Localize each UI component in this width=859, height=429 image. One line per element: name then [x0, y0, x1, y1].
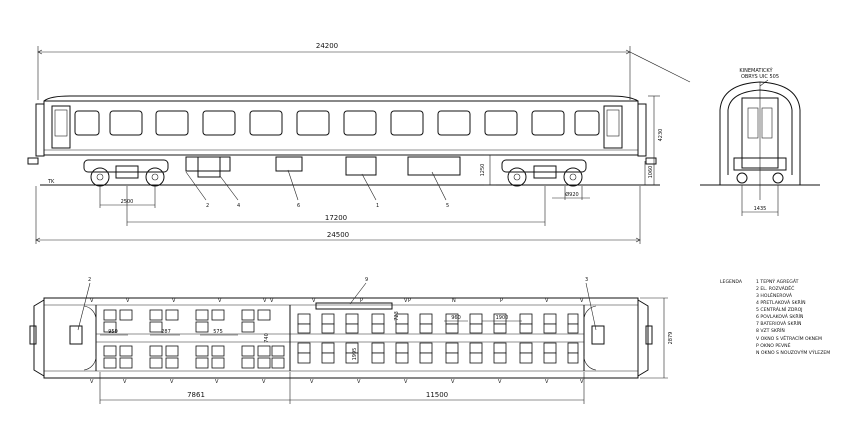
svg-text:V: V	[310, 379, 314, 385]
svg-text:V: V	[404, 379, 408, 385]
legend-item: 6 POVLAKOVÁ SKŘÍŇ	[756, 312, 803, 320]
dim-track-gauge: 1435	[754, 206, 767, 212]
dim-287: 287	[161, 329, 171, 335]
svg-text:V: V	[498, 379, 502, 385]
rail-label: TK	[47, 179, 55, 185]
svg-text:V: V	[262, 379, 266, 385]
dim-section-left: 7861	[187, 391, 205, 399]
seats-right-section	[297, 313, 579, 364]
legend-item: P OKNO PEVNÉ	[756, 341, 791, 349]
legend: LEGENDA 1 TEPNÝ AGREGÁT 2 EL. ROZVÁDĚČ 3…	[720, 278, 830, 356]
dim-floor-height: 1250	[480, 164, 486, 177]
dim-total-top: 24200	[316, 42, 338, 50]
svg-text:V: V	[357, 379, 361, 385]
seats-left-section	[103, 309, 285, 369]
svg-text:V: V	[312, 298, 316, 304]
dim-total-bottom: 24500	[327, 231, 349, 239]
svg-text:V: V	[404, 298, 408, 304]
svg-text:V: V	[263, 298, 267, 304]
window-marks-bottom: V V V V V V V V V V V V	[90, 379, 584, 385]
side-windows	[74, 110, 600, 136]
legend-item: 7 BATERIOVÁ SKŘÍŇ	[756, 319, 801, 327]
gauge-label-2: OBRYS UIC 505	[741, 74, 779, 80]
dim-section-right: 11500	[426, 391, 448, 399]
svg-text:V: V	[270, 298, 274, 304]
legend-item: 1 TEPNÝ AGREGÁT	[756, 278, 799, 285]
side-view: 24200	[27, 42, 691, 244]
svg-text:V: V	[90, 379, 94, 385]
plan-view: 2 9 3 V V V V V V V P V P N P V V V V V …	[29, 277, 674, 404]
svg-text:V: V	[170, 379, 174, 385]
svg-text:P: P	[500, 298, 503, 304]
dim-1900: 1900	[496, 315, 509, 321]
dim-buffer-height: 1060	[648, 166, 654, 179]
gauge-label-1: KINEMATICKÝ	[739, 67, 773, 74]
legend-item: 4 PŘETLAKOVÁ SKŘÍŇ	[756, 298, 806, 306]
legend-item: V OKNO S VĚTRACÍM OKNEM	[756, 334, 822, 342]
svg-text:P: P	[408, 298, 411, 304]
svg-text:V: V	[545, 379, 549, 385]
svg-text:V: V	[126, 298, 130, 304]
svg-text:V: V	[451, 379, 455, 385]
dim-bogie-base: 17200	[325, 214, 347, 222]
svg-text:V: V	[215, 379, 219, 385]
dim-wheel-diameter: Ø920	[565, 191, 578, 198]
legend-item: 3 HOLÉNEROVÁ	[756, 291, 793, 299]
svg-text:V: V	[218, 298, 222, 304]
svg-text:P: P	[360, 298, 363, 304]
bogie-left	[83, 159, 169, 187]
legend-item: 8 VZT SKŘÍŇ	[756, 326, 785, 334]
callout-6: 6	[297, 203, 300, 209]
svg-text:N: N	[452, 298, 456, 304]
dim-height: 4230	[658, 129, 664, 142]
svg-text:V: V	[172, 298, 176, 304]
svg-text:V: V	[580, 298, 584, 304]
legend-item: N OKNO S NOUZOVÝM VÝLEZEM	[756, 349, 830, 356]
svg-text:V: V	[580, 379, 584, 385]
plan-callout-9: 9	[365, 277, 368, 283]
dim-575: 575	[213, 329, 223, 335]
svg-text:V: V	[123, 379, 127, 385]
dim-960: 960	[451, 315, 461, 321]
svg-text:V: V	[90, 298, 94, 304]
plan-callout-3: 3	[585, 277, 588, 283]
callout-2: 2	[206, 203, 209, 209]
callout-5: 5	[446, 203, 449, 209]
callout-4: 4	[237, 203, 240, 209]
legend-item: 2 EL. ROZVÁDĚČ	[756, 284, 794, 292]
dim-959: 959	[108, 329, 118, 335]
legend-title: LEGENDA	[720, 279, 743, 285]
dim-740: 740	[264, 333, 270, 343]
plan-callout-2: 2	[88, 277, 91, 283]
legend-item: 5 CENTRÁLNÍ ZDROJ	[756, 306, 803, 313]
callout-1: 1	[376, 203, 379, 209]
svg-text:V: V	[545, 298, 549, 304]
bogie-right	[501, 159, 587, 187]
window-marks-top: V V V V V V V P V P N P V V	[90, 298, 584, 304]
dim-1995: 1995	[352, 348, 358, 361]
dim-width: 2879	[668, 332, 674, 345]
end-view: KINEMATICKÝ OBRYS UIC 505 1435	[700, 67, 820, 216]
dim-723: 723	[394, 311, 400, 321]
